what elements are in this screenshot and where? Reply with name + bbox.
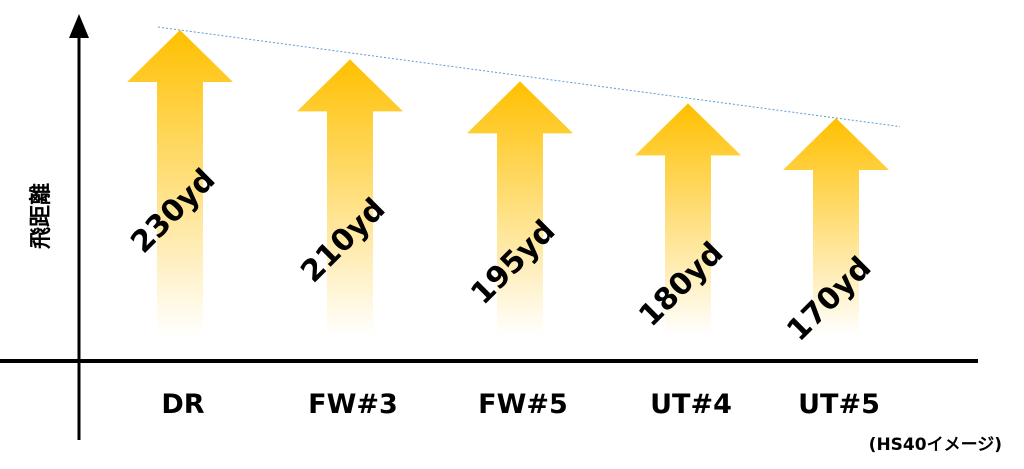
trend-line	[157, 26, 901, 128]
category-label: UT#5	[798, 389, 880, 420]
y-axis-label: 飛距離	[28, 183, 54, 249]
note-label: (HS40イメージ)	[869, 435, 1002, 455]
category-label: FW#3	[308, 389, 398, 420]
category-labels: DR FW#3 FW#5 UT#4 UT#5	[161, 389, 879, 420]
bar-arrow-fw3	[297, 59, 403, 336]
bar-arrow-fw5	[467, 81, 573, 336]
bar-arrow-ut5	[783, 118, 889, 336]
bar-arrow-ut4	[635, 103, 741, 336]
category-label: UT#4	[650, 389, 732, 420]
category-label: DR	[161, 389, 204, 420]
y-axis-arrowhead-icon	[69, 14, 89, 38]
arrows-layer	[127, 30, 889, 336]
category-label: FW#5	[478, 389, 568, 420]
bar-arrow-dr	[127, 30, 233, 336]
